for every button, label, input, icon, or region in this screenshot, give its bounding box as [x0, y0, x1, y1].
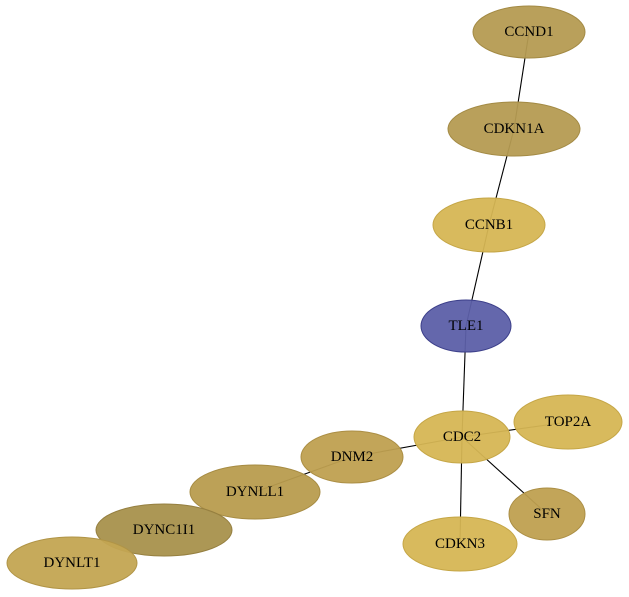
- node-cdc2[interactable]: CDC2: [413, 410, 511, 464]
- node-shape-ccnd1: [472, 5, 586, 59]
- node-dync1i1[interactable]: DYNC1I1: [95, 503, 233, 557]
- node-label-cdc2: CDC2: [443, 429, 481, 445]
- node-sfn[interactable]: SFN: [508, 487, 586, 541]
- node-label-sfn: SFN: [533, 506, 561, 522]
- node-shape-ccnb1: [432, 197, 546, 253]
- node-shape-sfn: [508, 487, 586, 541]
- node-label-dync1i1: DYNC1I1: [133, 522, 196, 538]
- node-label-ccnd1: CCND1: [504, 24, 553, 40]
- node-label-dnm2: DNM2: [331, 449, 374, 465]
- node-label-top2a: TOP2A: [545, 414, 592, 430]
- node-top2a[interactable]: TOP2A: [513, 394, 623, 450]
- node-shape-dnm2: [300, 430, 404, 484]
- node-dynlt1[interactable]: DYNLT1: [6, 536, 138, 590]
- node-shape-dynlt1: [6, 536, 138, 590]
- node-shape-cdkn3: [402, 516, 518, 572]
- node-shape-top2a: [513, 394, 623, 450]
- node-label-tle1: TLE1: [449, 318, 484, 334]
- node-tle1[interactable]: TLE1: [420, 299, 512, 353]
- node-shape-tle1: [420, 299, 512, 353]
- node-ccnb1[interactable]: CCNB1: [432, 197, 546, 253]
- node-shape-dynll1: [189, 464, 321, 520]
- node-shape-cdkn1a: [447, 101, 581, 157]
- node-shape-dync1i1: [95, 503, 233, 557]
- node-ccnd1[interactable]: CCND1: [472, 5, 586, 59]
- node-label-cdkn3: CDKN3: [435, 536, 485, 552]
- node-dnm2[interactable]: DNM2: [300, 430, 404, 484]
- node-label-dynll1: DYNLL1: [226, 484, 284, 500]
- node-dynll1[interactable]: DYNLL1: [189, 464, 321, 520]
- node-label-ccnb1: CCNB1: [465, 217, 513, 233]
- node-cdkn1a[interactable]: CDKN1A: [447, 101, 581, 157]
- node-cdkn3[interactable]: CDKN3: [402, 516, 518, 572]
- node-label-dynlt1: DYNLT1: [44, 555, 101, 571]
- node-label-cdkn1a: CDKN1A: [484, 121, 545, 137]
- node-shape-cdc2: [413, 410, 511, 464]
